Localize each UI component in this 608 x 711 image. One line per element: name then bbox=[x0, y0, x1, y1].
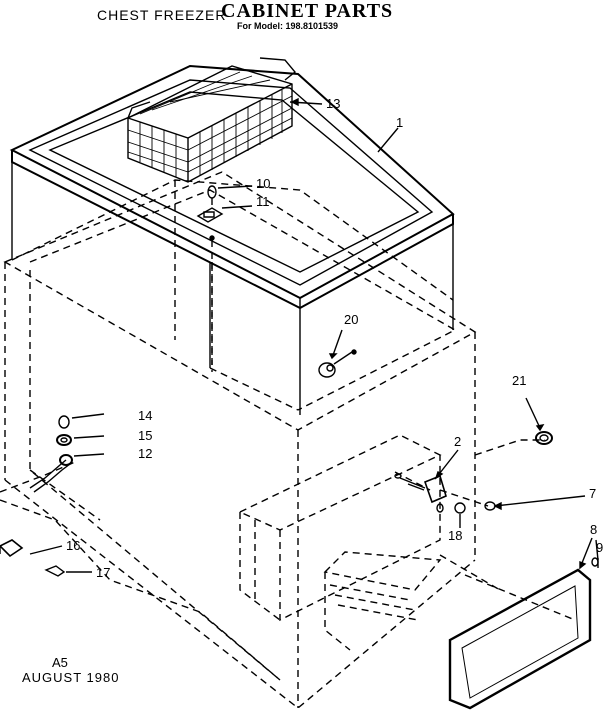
callout-labels: 1 2 7 8 9 10 11 12 13 14 15 16 17 18 20 … bbox=[66, 96, 603, 580]
callout-11: 11 bbox=[256, 194, 270, 209]
basket bbox=[128, 58, 322, 182]
callout-10: 10 bbox=[256, 176, 270, 191]
document-date: AUGUST 1980 bbox=[22, 670, 120, 685]
callout-15: 15 bbox=[138, 428, 152, 443]
model-number: For Model: 198.8101539 bbox=[237, 21, 339, 31]
cabinet-outline-hidden bbox=[0, 172, 575, 708]
callout-18: 18 bbox=[448, 528, 462, 543]
callout-17: 17 bbox=[96, 565, 110, 580]
drain-cap-parts bbox=[0, 540, 92, 576]
drain-parts bbox=[30, 414, 104, 492]
callout-7: 7 bbox=[589, 486, 596, 501]
document-code: A5 bbox=[52, 655, 68, 670]
lid-latch bbox=[198, 186, 252, 240]
callout-2: 2 bbox=[454, 434, 461, 449]
callout-8: 8 bbox=[590, 522, 597, 537]
callout-9: 9 bbox=[596, 540, 603, 555]
callout-12: 12 bbox=[138, 446, 152, 461]
diagram-title: CABINET PARTS bbox=[221, 0, 394, 22]
diagram-subtitle: CHEST FREEZER bbox=[97, 7, 227, 23]
callout-16: 16 bbox=[66, 538, 80, 553]
callout-1: 1 bbox=[396, 115, 403, 130]
lid-assembly bbox=[12, 66, 453, 415]
callout-20: 20 bbox=[344, 312, 358, 327]
part-20-knob bbox=[319, 330, 356, 377]
grille-panel bbox=[450, 538, 598, 708]
hinge-parts bbox=[395, 450, 585, 528]
part-21-grommet bbox=[526, 398, 552, 444]
callout-13: 13 bbox=[326, 96, 340, 111]
callout-21: 21 bbox=[512, 373, 526, 388]
callout-14: 14 bbox=[138, 408, 152, 423]
